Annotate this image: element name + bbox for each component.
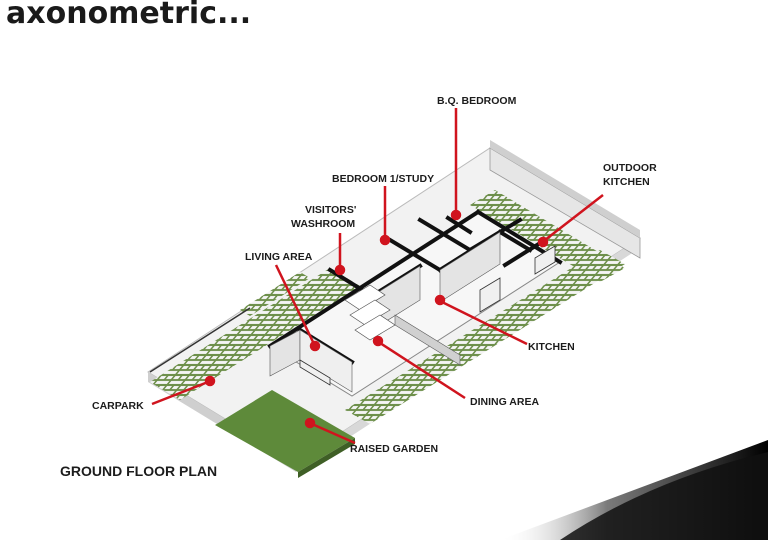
wall-faces bbox=[269, 231, 501, 393]
paving-left bbox=[150, 268, 360, 400]
carpark-outline bbox=[149, 307, 251, 373]
windows bbox=[299, 245, 556, 386]
dot-bq-bedroom bbox=[450, 209, 462, 221]
dot-kitchen bbox=[434, 294, 446, 306]
dot-bedroom-study bbox=[379, 234, 391, 246]
paving-side bbox=[240, 272, 310, 316]
dot-carpark bbox=[204, 375, 216, 387]
dot-outdoor-kitchen bbox=[537, 236, 549, 248]
label-living-area: LIVING AREA bbox=[245, 251, 313, 263]
staircase bbox=[344, 284, 396, 341]
dot-dining-area bbox=[372, 335, 384, 347]
dot-raised-garden bbox=[304, 417, 316, 429]
label-kitchen: KITCHEN bbox=[528, 341, 575, 353]
floor-plan-title: GROUND FLOOR PLAN bbox=[60, 463, 218, 479]
label-outdoor-kitchen-line2: KITCHEN bbox=[603, 176, 650, 188]
label-leaders bbox=[151, 108, 604, 445]
leader-living-area bbox=[274, 264, 316, 345]
label-bedroom-study: BEDROOM 1/STUDY bbox=[332, 173, 434, 185]
label-carpark: CARPARK bbox=[92, 400, 144, 412]
leader-raised-garden bbox=[311, 422, 356, 445]
label-outdoor-kitchen-line1: OUTDOOR bbox=[603, 162, 657, 174]
page-title: axonometric... bbox=[6, 0, 252, 31]
raised-garden-edge bbox=[298, 438, 355, 478]
leader-dining-area bbox=[379, 341, 466, 400]
dot-visitors-washroom bbox=[334, 264, 346, 276]
brush-stroke-detail bbox=[560, 452, 768, 540]
label-bq-bedroom: B.Q. BEDROOM bbox=[437, 95, 517, 107]
leader-outdoor-kitchen bbox=[544, 194, 604, 241]
leader-carpark bbox=[151, 380, 209, 406]
label-raised-garden: RAISED GARDEN bbox=[350, 443, 438, 455]
dot-living-area bbox=[309, 340, 321, 352]
label-visitors-washroom-line1: VISITORS' bbox=[305, 204, 356, 216]
label-dining-area: DINING AREA bbox=[470, 396, 539, 408]
leader-kitchen bbox=[441, 300, 528, 346]
paving-back bbox=[470, 190, 625, 282]
label-visitors-washroom-line2: WASHROOM bbox=[291, 218, 355, 230]
boundary-wall-top bbox=[490, 140, 640, 238]
paving-front bbox=[345, 250, 625, 424]
raised-garden-lawn bbox=[215, 390, 355, 472]
